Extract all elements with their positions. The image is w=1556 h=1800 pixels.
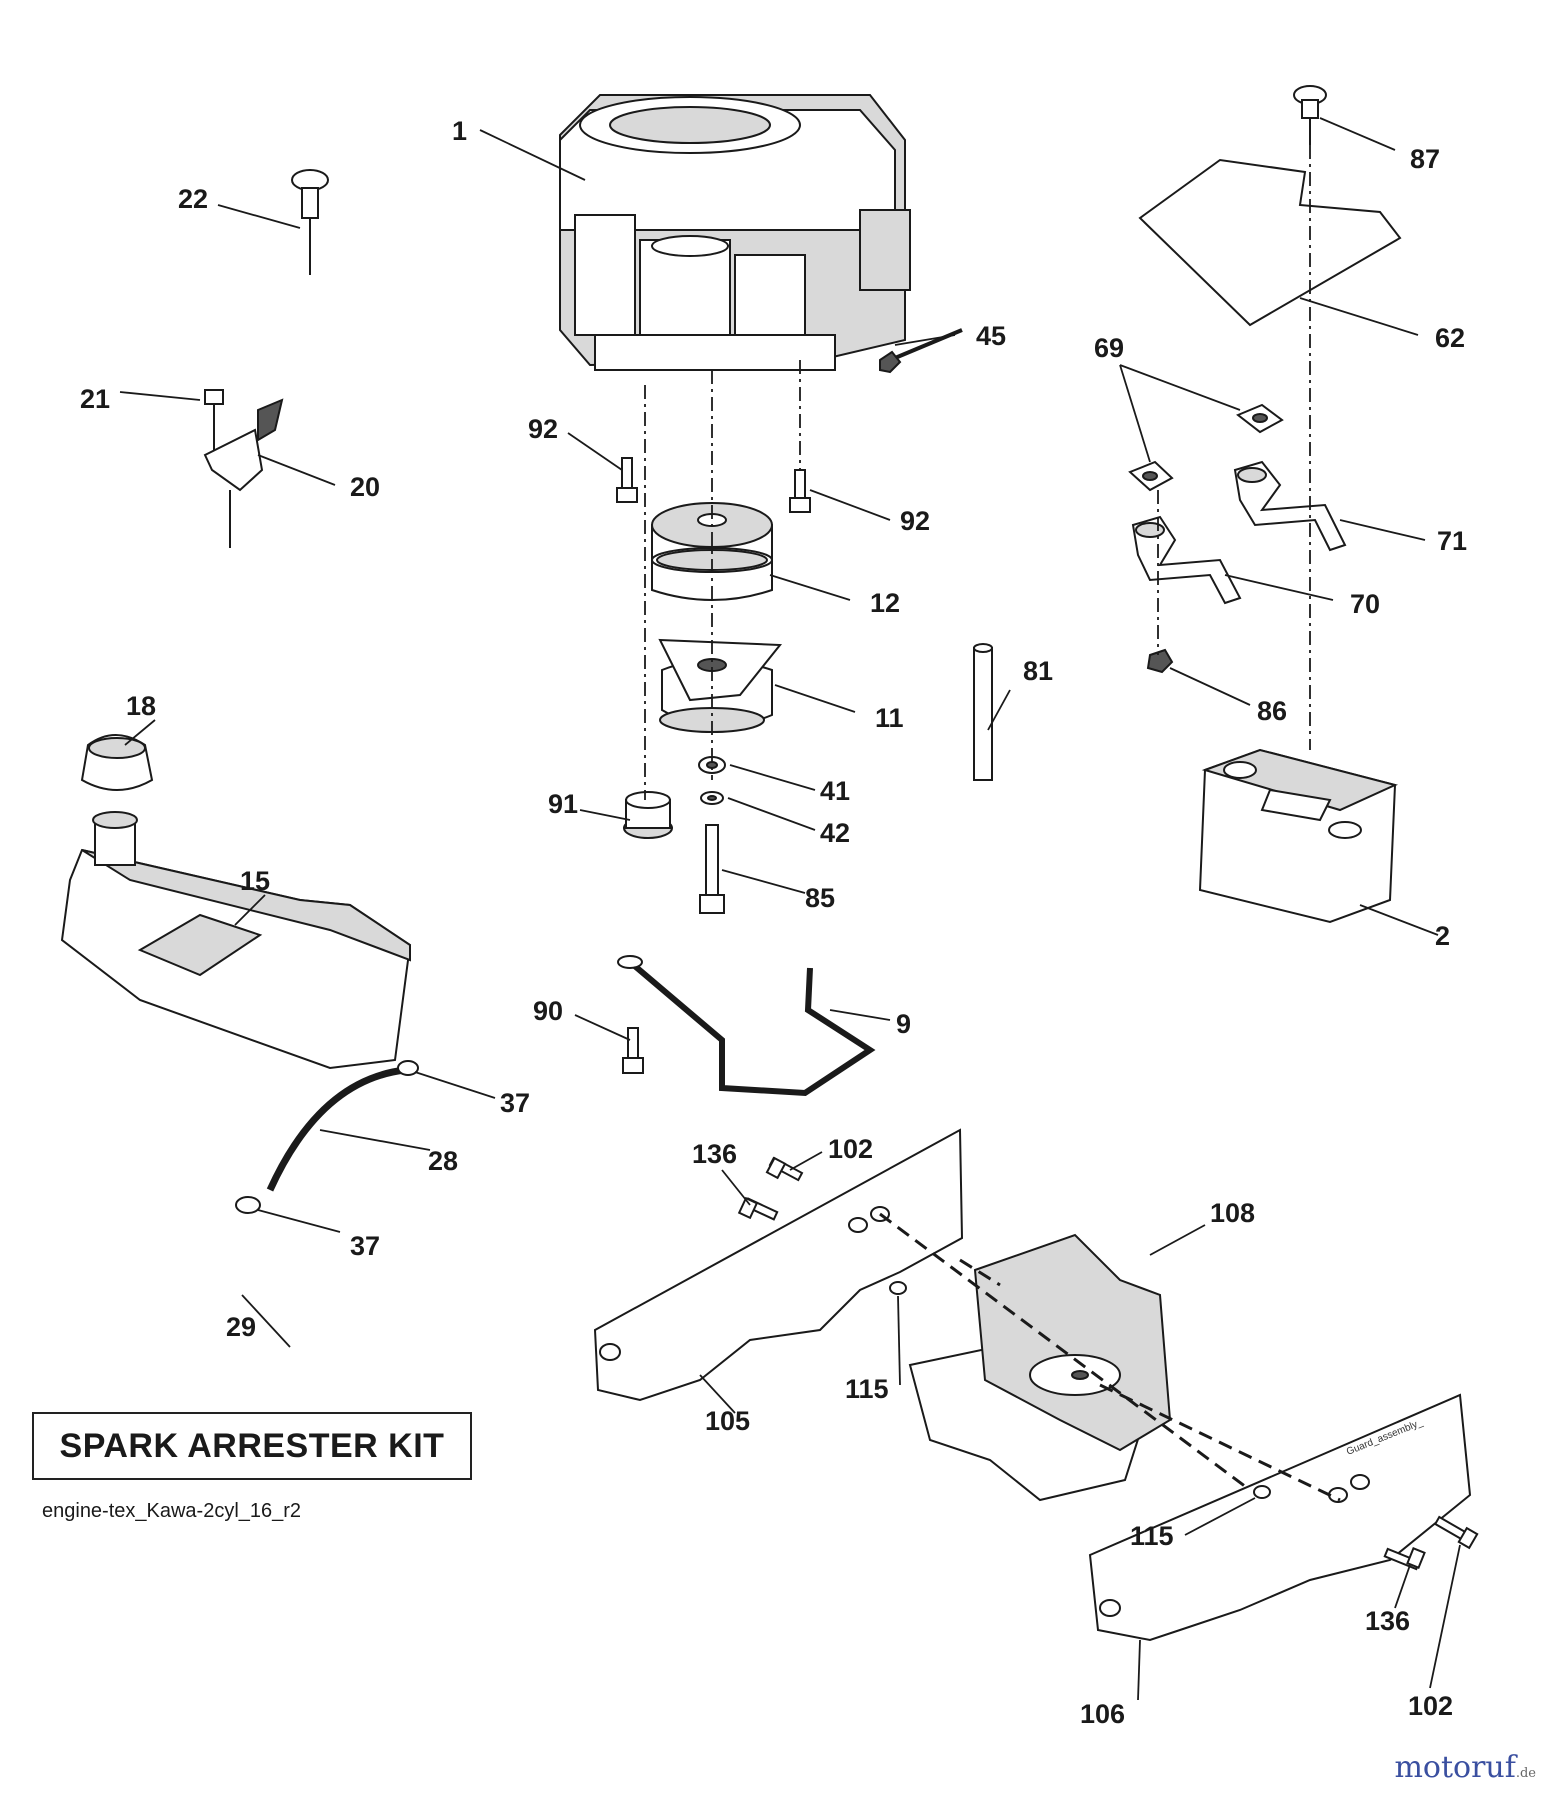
label-18: 18 <box>126 691 156 721</box>
label-115-left: 115 <box>845 1374 889 1404</box>
spacer-91 <box>623 791 673 839</box>
gasket-69-b <box>1128 460 1174 492</box>
fuel-tank-15 <box>60 811 412 1070</box>
label-11: 11 <box>875 703 904 733</box>
label-29: 29 <box>226 1312 256 1342</box>
label-108: 108 <box>1210 1198 1255 1228</box>
label-21: 21 <box>80 384 110 414</box>
guard-plate-105 <box>593 1128 964 1402</box>
spark-arrester-kit-label: SPARK ARRESTER KIT <box>59 1426 445 1465</box>
watermark-suffix: .de <box>1515 1766 1536 1781</box>
washer-115-b <box>1253 1485 1271 1499</box>
label-22: 22 <box>178 184 208 214</box>
label-87: 87 <box>1410 144 1440 174</box>
drawing-reference: engine-tex_Kawa-2cyl_16_r2 <box>42 1500 302 1522</box>
muffler-2 <box>1198 748 1398 924</box>
alignment-lines <box>644 145 1341 1502</box>
label-136-bottom: 136 <box>1365 1606 1410 1636</box>
exhaust-pipe-70 <box>1131 515 1242 605</box>
pin-81 <box>973 643 993 781</box>
label-42: 42 <box>820 818 850 848</box>
label-37-bottom: 37 <box>350 1231 380 1261</box>
label-81: 81 <box>1023 656 1053 686</box>
exhaust-pipe-71 <box>1233 460 1347 552</box>
guard-108 <box>908 1233 1172 1502</box>
spark-arrester-kit-box: SPARK ARRESTER KIT <box>32 1412 472 1480</box>
bolt-136-bottom <box>1383 1547 1426 1571</box>
label-70: 70 <box>1350 589 1380 619</box>
rod-9 <box>617 955 876 1097</box>
watermark-logo: motoruf.de <box>1394 1750 1536 1785</box>
bolt-92-right <box>789 469 811 513</box>
bolt-136-top <box>737 1196 779 1221</box>
label-28: 28 <box>428 1146 458 1176</box>
watermark-brand: motoruf <box>1394 1750 1516 1785</box>
label-15: 15 <box>240 866 270 896</box>
label-45: 45 <box>976 321 1006 351</box>
label-37-top: 37 <box>500 1088 530 1118</box>
label-71: 71 <box>1437 526 1467 556</box>
choke-knob-22 <box>291 169 329 275</box>
fuel-cap-18 <box>80 734 154 791</box>
label-90: 90 <box>533 996 563 1026</box>
label-12: 12 <box>870 588 900 618</box>
label-41: 41 <box>820 776 850 806</box>
callout-labels: 1 22 21 20 92 92 12 11 41 42 85 91 81 9 … <box>80 116 1467 1729</box>
label-1: 1 <box>452 116 467 146</box>
label-136-top: 136 <box>692 1139 737 1169</box>
label-85: 85 <box>805 883 835 913</box>
clamp-37-top <box>397 1060 419 1076</box>
fuel-line-28 <box>266 1066 406 1192</box>
bolt-85 <box>699 824 725 914</box>
clamp-37-bottom <box>235 1196 261 1214</box>
label-115-right: 115 <box>1130 1521 1174 1551</box>
label-20: 20 <box>350 472 380 502</box>
bolt-102-top <box>765 1156 804 1182</box>
nut-86 <box>1146 648 1174 674</box>
heat-shield-62 <box>1138 158 1402 327</box>
label-92-left: 92 <box>528 414 558 444</box>
label-69: 69 <box>1094 333 1124 363</box>
label-106: 106 <box>1080 1699 1125 1729</box>
leader-lines <box>119 117 1461 1701</box>
label-86: 86 <box>1257 696 1287 726</box>
label-91: 91 <box>548 789 578 819</box>
label-92-right: 92 <box>900 506 930 536</box>
throttle-bracket-20 <box>203 389 284 548</box>
bolt-45 <box>879 328 963 374</box>
label-105: 105 <box>705 1406 750 1436</box>
washer-115-a <box>889 1281 907 1295</box>
label-2: 2 <box>1435 921 1450 951</box>
bolt-90 <box>622 1027 644 1074</box>
label-102-bottom: 102 <box>1408 1691 1453 1721</box>
label-102-top: 102 <box>828 1134 873 1164</box>
bolt-92-left <box>616 457 638 503</box>
washer-42 <box>700 791 724 805</box>
knob-87 <box>1293 85 1327 145</box>
pto-clutch-11 <box>658 638 783 733</box>
label-62: 62 <box>1435 323 1465 353</box>
engine <box>559 94 911 371</box>
gasket-69-a <box>1236 403 1284 434</box>
label-9: 9 <box>896 1009 911 1039</box>
bolt-102-bottom <box>1433 1515 1479 1550</box>
